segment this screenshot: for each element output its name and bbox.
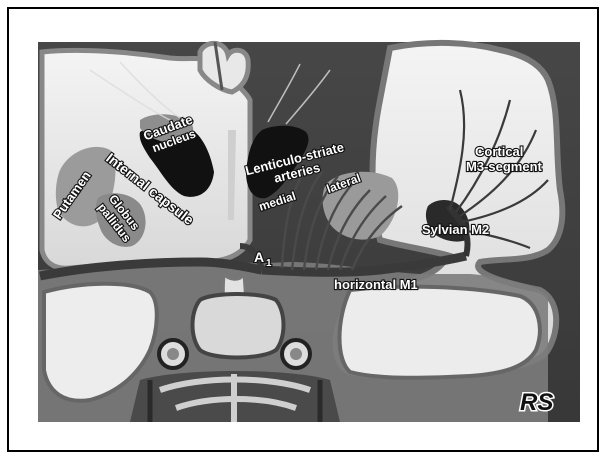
a1-subscript: 1 (266, 258, 272, 269)
lower-right-lobe (340, 287, 540, 378)
horizontal-m1-label: horizontal M1 (334, 277, 418, 292)
m3-segment-label: M3-segment (466, 159, 543, 174)
a1-label: A (254, 249, 264, 265)
cortical-label: Cortical (475, 144, 523, 159)
central-structure (193, 294, 284, 358)
sylvian-m2-label: Sylvian M2 (422, 222, 489, 237)
signature-logo: RS (520, 389, 553, 416)
